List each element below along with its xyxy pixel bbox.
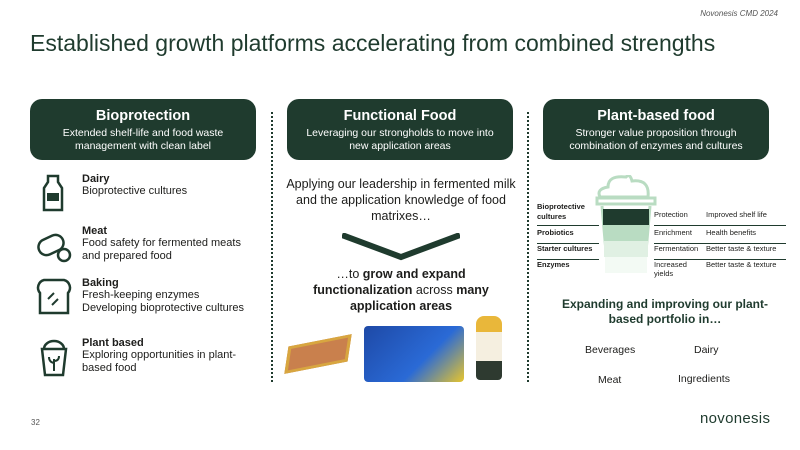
ingredient-label: Bioprotective cultures bbox=[537, 202, 585, 221]
row-divider bbox=[537, 225, 599, 226]
functional-intro: Applying our leadership in fermented mil… bbox=[286, 177, 516, 223]
card-title: Functional Food bbox=[343, 108, 457, 124]
card-subtitle: Leveraging our strongholds to move into … bbox=[306, 127, 494, 152]
product-bottle-image bbox=[476, 316, 502, 380]
function-label: Protection bbox=[654, 210, 688, 219]
card-title: Bioprotection bbox=[95, 108, 191, 124]
chevron-down-icon bbox=[342, 233, 460, 261]
function-label: Increased yields bbox=[654, 260, 687, 278]
item-title: Baking bbox=[82, 277, 119, 289]
ingredient-label: Probiotics bbox=[537, 228, 574, 237]
event-label: Novonesis CMD 2024 bbox=[700, 9, 778, 18]
page-title: Established growth platforms acceleratin… bbox=[30, 30, 716, 56]
ingredient-label: Enzymes bbox=[537, 260, 570, 269]
benefit-label: Better taste & texture bbox=[706, 260, 777, 269]
product-box-image bbox=[284, 334, 352, 374]
cup-layer bbox=[603, 225, 649, 241]
item-text: Food safety for fermented meats and prep… bbox=[82, 237, 241, 262]
item-text: Exploring opportunities in plant-based f… bbox=[82, 349, 237, 374]
item-text: Bioprotective cultures bbox=[82, 185, 188, 197]
benefit-label: Better taste & texture bbox=[706, 244, 777, 253]
cup-layer bbox=[604, 241, 648, 257]
divider bbox=[527, 112, 529, 382]
area-meat: Meat bbox=[598, 374, 622, 386]
plant-heading: Expanding and improving our plant-based … bbox=[562, 297, 768, 326]
ingredient-label: Starter cultures bbox=[537, 244, 593, 253]
item-title: Meat bbox=[82, 225, 108, 237]
sausage-icon bbox=[37, 233, 72, 263]
row-divider bbox=[537, 243, 599, 244]
benefit-label: Health benefits bbox=[706, 228, 757, 237]
area-beverages: Beverages bbox=[585, 344, 636, 356]
functional-outcome: …to grow and expand functionalization ac… bbox=[313, 267, 489, 313]
item-title: Dairy bbox=[82, 173, 110, 185]
novonesis-logo: novonesis bbox=[700, 410, 771, 427]
product-banner-image bbox=[364, 326, 464, 382]
bread-icon bbox=[36, 278, 72, 315]
benefit-label: Improved shelf life bbox=[706, 210, 767, 219]
function-label: Enrichment bbox=[654, 228, 692, 237]
function-label: Fermentation bbox=[654, 244, 699, 253]
item-title: Plant based bbox=[82, 337, 144, 349]
row-divider bbox=[654, 225, 786, 226]
card-subtitle: Stronger value proposition through combi… bbox=[569, 127, 743, 152]
card-title: Plant-based food bbox=[597, 108, 715, 124]
area-ingredients: Ingredients bbox=[678, 373, 730, 385]
item-text: Fresh-keeping enzymes Developing bioprot… bbox=[82, 289, 245, 314]
cup-layer bbox=[603, 209, 649, 225]
row-divider bbox=[537, 259, 599, 260]
cup-layer bbox=[604, 257, 648, 273]
milk-bottle-icon bbox=[42, 174, 64, 212]
row-divider bbox=[654, 259, 786, 260]
page-number: 32 bbox=[31, 418, 40, 427]
area-dairy: Dairy bbox=[694, 344, 719, 356]
card-subtitle: Extended shelf-life and food waste manag… bbox=[62, 127, 224, 152]
divider bbox=[271, 112, 273, 382]
plant-cup-icon bbox=[40, 339, 68, 377]
row-divider bbox=[654, 243, 786, 244]
